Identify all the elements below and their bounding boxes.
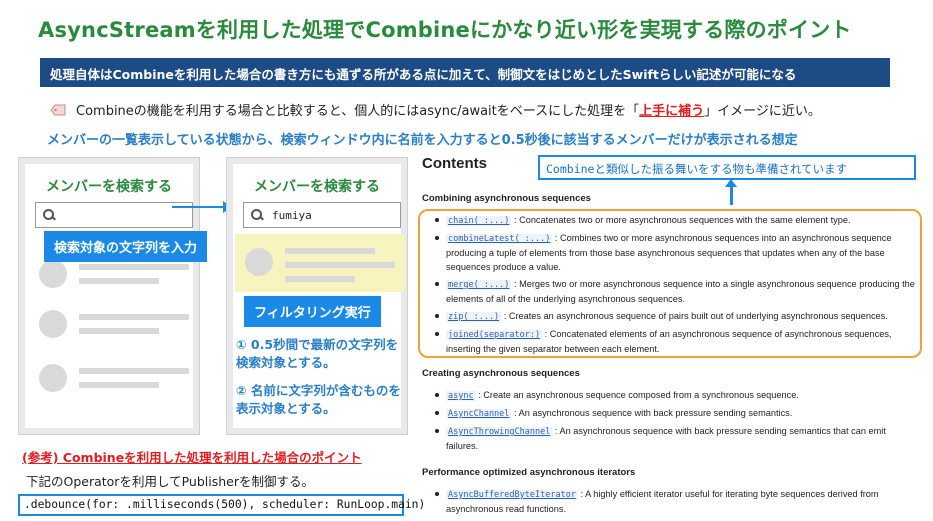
section-title: Performance optimized asynchronous itera… [422, 467, 636, 478]
list-item: chain(_:...) : Concatenates two or more … [432, 213, 918, 228]
scenario-description: メンバーの一覧表示している状態から、検索ウィンドウ内に名前を入力すると0.5秒後… [47, 133, 798, 148]
combine-similar-callout: Combineと類似した振る舞いをする物も準備されています [538, 155, 916, 180]
list-item: combineLatest(_:...) : Combines two or m… [432, 231, 918, 274]
list-item: AsyncBufferedByteIterator : A highly eff… [432, 487, 918, 516]
list-item[interactable] [35, 358, 193, 402]
avatar [39, 260, 67, 288]
creating-list: async : Create an asynchronous sequence … [432, 388, 918, 456]
api-link[interactable]: chain(_:...) [446, 216, 512, 226]
list-item[interactable] [35, 304, 193, 348]
list-item: merge(_:...) : Merges two or more asynch… [432, 277, 918, 306]
arrow-up-icon [725, 179, 737, 205]
note-text-after: 」イメージに近い。 [704, 104, 821, 119]
reference-text: 下記のOperatorを利用してPublisherを制御する。 [26, 474, 314, 489]
api-link[interactable]: merge(_:...) [446, 280, 512, 290]
search-input[interactable] [35, 202, 193, 228]
api-link[interactable]: AsyncThrowingChannel [446, 427, 553, 437]
screen-title: メンバーを検索する [254, 179, 380, 195]
api-link[interactable]: zip(_:...) [446, 312, 502, 322]
list-item[interactable] [35, 254, 193, 298]
combining-list: chain(_:...) : Concatenates two or more … [432, 213, 918, 359]
list-item: AsyncThrowingChannel : An asynchronous s… [432, 424, 918, 453]
filter-step-label: フィルタリング実行 [244, 296, 381, 327]
async-algorithms-contents: Contents Combining asynchronous sequence… [422, 155, 922, 521]
note-text-before: Combineの機能を利用する場合と比較すると、個人的にはasync/await… [76, 104, 640, 119]
tag-icon [50, 104, 66, 115]
note-highlight: 上手に補う [639, 104, 705, 119]
comparison-note: Combineの機能を利用する場合と比較すると、個人的にはasync/await… [50, 100, 821, 119]
list-item: joined(separator:) : Concatenated elemen… [432, 327, 918, 356]
input-step-label: 検索対象の文字列を入力 [44, 231, 208, 262]
step-1: ① 0.5秒間で最新の文字列を検索対象とする。 [236, 337, 399, 370]
api-link[interactable]: combineLatest(_:...) [446, 234, 553, 244]
performance-list: AsyncBufferedByteIterator : A highly eff… [432, 487, 918, 519]
filtered-list-item[interactable] [235, 234, 405, 292]
search-icon [250, 208, 264, 222]
api-link[interactable]: async [446, 391, 476, 401]
search-value: fumiya [272, 208, 312, 222]
list-item: zip(_:...) : Creates an asynchronous seq… [432, 309, 918, 324]
avatar [39, 310, 67, 338]
summary-banner: 処理自体はCombineを利用した場合の書き方にも通ずる所がある点に加えて、制御… [40, 58, 890, 87]
reference-title: (参考) Combineを利用した処理を利用した場合のポイント [22, 450, 362, 465]
section-title: Creating asynchronous sequences [422, 368, 580, 379]
debounce-code: .debounce(for: .milliseconds(500), sched… [18, 494, 425, 516]
step-2: ② 名前に文字列が含むものを表示対象とする。 [236, 383, 401, 416]
search-input[interactable]: fumiya [243, 202, 401, 228]
list-item: async : Create an asynchronous sequence … [432, 388, 918, 403]
avatar [39, 364, 67, 392]
api-link[interactable]: AsyncChannel [446, 409, 512, 419]
member-search-before-mock: メンバーを検索する [18, 157, 200, 435]
api-link[interactable]: joined(separator:) [446, 330, 543, 340]
avatar [245, 248, 273, 276]
page-title: AsyncStreamを利用した処理でCombineにかなり近い形を実現する際の… [38, 18, 852, 42]
list-item: AsyncChannel : An asynchronous sequence … [432, 406, 918, 421]
section-title: Combining asynchronous sequences [422, 193, 591, 204]
arrow-right-icon [172, 201, 232, 213]
api-link[interactable]: AsyncBufferedByteIterator [446, 490, 578, 500]
screen-title: メンバーを検索する [46, 179, 172, 195]
docs-heading: Contents [422, 155, 487, 172]
search-icon [42, 208, 56, 222]
filter-steps: ① 0.5秒間で最新の文字列を検索対象とする。 ② 名前に文字列が含むものを表示… [236, 336, 406, 428]
